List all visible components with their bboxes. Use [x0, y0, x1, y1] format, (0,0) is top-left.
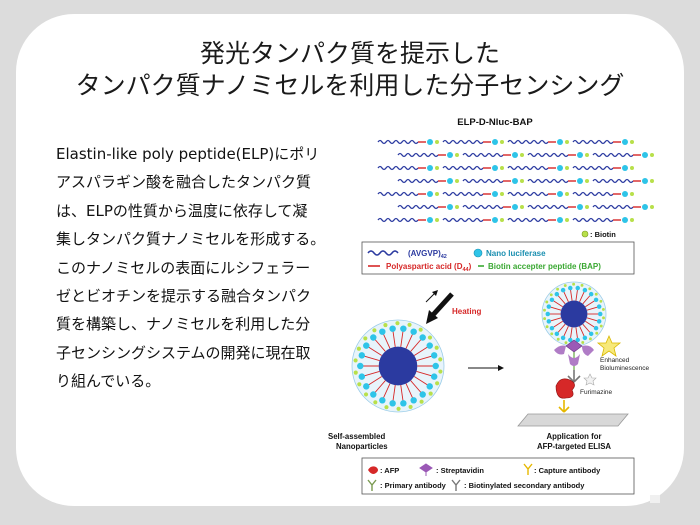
nanoparticle-small-icon — [541, 281, 607, 347]
cooling-arrowhead — [432, 290, 438, 296]
legend-nano: Nano luciferase — [486, 249, 546, 258]
legend-capture: : Capture antibody — [534, 466, 601, 475]
biotin-icon — [581, 230, 589, 238]
legend-biotinylated: : Biotinylated secondary antibody — [464, 481, 585, 490]
nluc-icon — [473, 248, 483, 258]
enhanced-label: Enhanced — [600, 357, 630, 364]
furimazine-label: Furimazine — [580, 389, 613, 396]
legend-bap: Biotin accepter peptide (BAP) — [488, 262, 601, 271]
figure-title: ELP-D-Nluc-BAP — [457, 117, 533, 128]
diagram-svg: ELP-D-Nluc-BAP : Biotin (AVGVP)42 Nano l… — [328, 117, 654, 495]
elisa-plate-icon — [517, 413, 629, 427]
title-line-1: 発光タンパク質を提示した — [199, 39, 500, 68]
slide-title: 発光タンパク質を提示した タンパク質ナノミセルを利用した分子センシング — [16, 38, 684, 102]
primary-legend-icon — [367, 479, 377, 491]
afp-legend-icon — [368, 466, 378, 474]
body-line: Elastin-like poly peptide(ELP)にポリ — [56, 145, 320, 163]
secondary-antibody-icon — [567, 370, 581, 383]
streptavidin-legend-icon — [419, 463, 433, 476]
legend-primary: : Primary antibody — [380, 481, 447, 490]
streptavidin-icon — [554, 339, 594, 366]
legend-avgvp: (AVGVP)42 — [408, 249, 447, 260]
slide: 発光タンパク質を提示した タンパク質ナノミセルを利用した分子センシング Elas… — [16, 14, 684, 506]
capture-legend-icon — [523, 463, 533, 475]
nanoparticle-icon — [351, 319, 445, 413]
right-arrowhead — [498, 365, 504, 371]
body-line: 集しタンパク質ナノミセルを形成する。 — [56, 230, 326, 249]
small-star-icon — [583, 373, 597, 386]
body-line: 子センシングシステムの開発に現在取 — [56, 343, 311, 362]
body-text: Elastin-like poly peptide(ELP)にポリ アスパラギン… — [56, 140, 356, 396]
caption-application-1: Application for — [546, 432, 601, 441]
figure-diagram: ELP-D-Nluc-BAP : Biotin (AVGVP)42 Nano l… — [328, 114, 670, 506]
protein-rows — [377, 139, 654, 223]
body-line: は、ELPの性質から温度に依存して凝 — [56, 201, 308, 220]
body-line: アスパラギン酸を融合したタンパク質 — [56, 173, 312, 192]
biotinylated-legend-icon — [451, 479, 461, 491]
body-line: り組んでいる。 — [56, 372, 161, 391]
biotin-legend-label: : Biotin — [590, 230, 616, 239]
heating-label: Heating — [452, 307, 481, 316]
elp-wave-icon — [367, 250, 399, 256]
component-legend-box — [361, 241, 635, 275]
body-line: 質を構築し、ナノミセルを利用した分 — [56, 315, 311, 334]
caption-self-assembled-2: Nanoparticles — [336, 442, 388, 451]
bioluminescence-label: Bioluminescence — [600, 365, 650, 372]
heating-arrow-icon — [430, 292, 454, 318]
legend-streptavidin: : Streptavidin — [436, 466, 484, 475]
legend-poly: Polyaspartic acid (D44) — [386, 262, 472, 273]
caption-self-assembled-1: Self-assembled — [328, 432, 385, 441]
heating-arrowhead — [426, 310, 438, 324]
star-icon — [596, 334, 622, 357]
title-line-2: タンパク質ナノミセルを利用した分子センシング — [75, 71, 625, 100]
elisa-legend-box — [361, 457, 635, 495]
afp-icon — [555, 378, 575, 399]
body-line: このナノミセルの表面にルシフェラー — [56, 258, 311, 277]
legend-afp: : AFP — [380, 466, 399, 475]
caption-application-2: AFP-targeted ELISA — [537, 442, 611, 451]
capture-antibody-icon — [558, 400, 570, 413]
body-line: ゼとビオチンを提示する融合タンパク — [56, 287, 312, 306]
resize-handle — [650, 495, 660, 503]
